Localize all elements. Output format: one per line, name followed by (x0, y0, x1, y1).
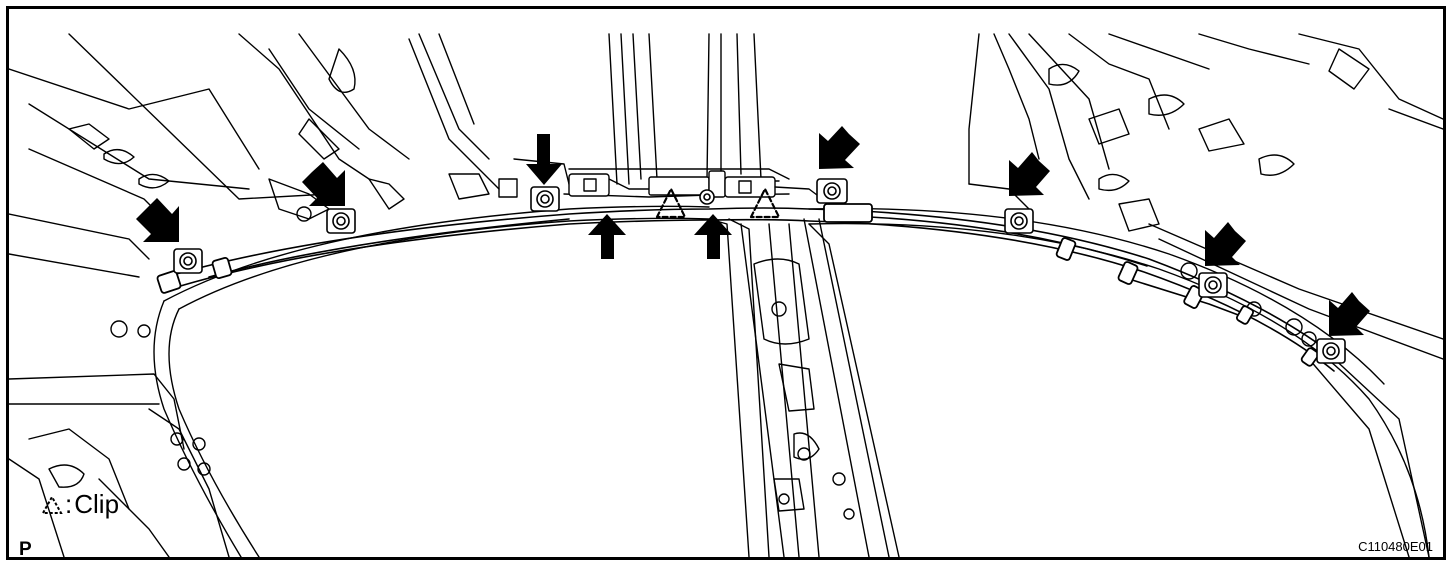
legend-separator: : (65, 489, 73, 519)
harness-bands (156, 203, 1320, 367)
pointer-arrows (136, 126, 1370, 336)
bolt-2 (326, 208, 356, 234)
arrow-bolt-5 (1009, 152, 1050, 196)
arrow-bolt-1 (136, 198, 179, 242)
roof-structure-left (9, 33, 330, 557)
bolt-1 (173, 248, 203, 274)
clip-triangles (655, 187, 781, 219)
clip-triangle-1 (655, 187, 687, 219)
arrow-clip-up-1 (588, 214, 626, 259)
arrow-bolt-3 (526, 134, 562, 185)
arrow-bolt-7 (1329, 292, 1370, 336)
roof-center-bow (563, 33, 790, 198)
clip-triangle-2 (749, 187, 781, 219)
corner-label: P (19, 539, 32, 560)
bolt-4 (816, 178, 848, 204)
center-pillar (728, 218, 890, 557)
headliner-wire-harness-diagram (9, 33, 1443, 557)
mounting-bolts (173, 178, 1346, 364)
illustration-frame: : Clip P C110480E01 (6, 6, 1446, 560)
roof-opening-left (153, 205, 750, 557)
roof-opening-right (808, 207, 1430, 557)
bolt-6 (1198, 272, 1228, 298)
bolt-3 (530, 186, 560, 212)
bolt-7 (1316, 338, 1346, 364)
clip-triangle-icon (41, 494, 63, 514)
legend: : Clip (41, 489, 119, 520)
roof-structure-center-left (238, 33, 570, 222)
center-connector (568, 170, 830, 205)
figure-code: C110480E01 (1358, 539, 1433, 554)
bolt-5 (1004, 208, 1034, 234)
arrow-bolt-6 (1205, 222, 1246, 266)
arrow-clip-up-2 (694, 214, 732, 259)
arrow-bolt-2 (302, 162, 345, 206)
curtain-airbag-harness (158, 207, 1340, 372)
legend-label: Clip (74, 489, 120, 519)
arrow-bolt-4 (819, 126, 860, 169)
